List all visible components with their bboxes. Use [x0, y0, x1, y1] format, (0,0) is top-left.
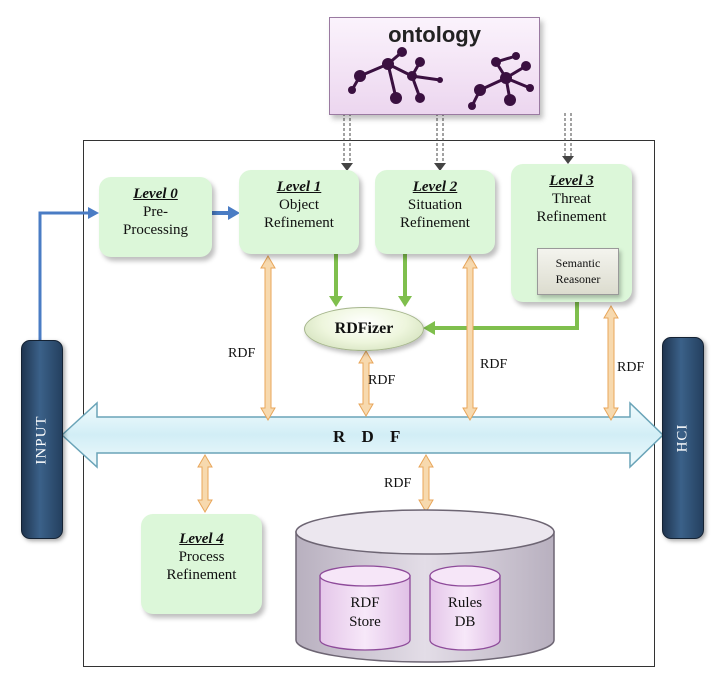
level2-box: Level 2 Situation Refinement — [375, 170, 495, 254]
level3-rdf-label: RDF — [617, 360, 645, 375]
level0-name-line2: Processing — [123, 222, 188, 238]
semantic-reasoner-line2: Reasoner — [555, 272, 601, 286]
level1-name-line1: Object — [279, 197, 319, 213]
ontology-title: ontology — [388, 22, 481, 47]
rules-db-line1: Rules — [447, 595, 483, 611]
level1-rdf-label: RDF — [228, 346, 256, 361]
level2-name-line1: Situation — [407, 197, 463, 213]
db-rdf-label: RDF — [384, 476, 412, 491]
level0-title: Level 0 — [133, 186, 178, 202]
ontology-box: ontology — [329, 17, 540, 115]
level1-title: Level 1 — [276, 179, 322, 195]
level4-name-line2: Refinement — [166, 567, 237, 583]
rdf-store-label: RDF Store — [325, 594, 405, 632]
level1-rdf-arrow — [260, 255, 276, 421]
hci-bar: HCI — [662, 337, 704, 539]
ontology-graph-icon — [348, 47, 534, 110]
rules-db-label: Rules DB — [430, 594, 500, 632]
semantic-reasoner-box: Semantic Reasoner — [537, 248, 619, 295]
db-rdf-arrow — [418, 454, 434, 513]
rdf-bus-label: R D F — [333, 427, 407, 446]
level3-name-line1: Threat — [551, 191, 592, 207]
level0-name-line1: Pre- — [143, 204, 168, 220]
input-arrow — [38, 211, 90, 340]
level4-rdf-arrow — [197, 454, 213, 513]
level2-rdf-label: RDF — [480, 357, 508, 372]
rdfizer-rdf-label: RDF — [368, 373, 396, 388]
level4-box: Level 4 Process Refinement — [141, 514, 262, 614]
rdfizer-ellipse: RDFizer — [304, 307, 424, 351]
rdf-store-cylinder — [319, 565, 411, 651]
level0-box: Level 0 Pre- Processing — [99, 177, 212, 257]
hci-label: HCI — [674, 423, 691, 453]
input-bar: INPUT — [21, 340, 63, 539]
input-label: INPUT — [33, 414, 50, 465]
level2-rdf-arrow — [462, 255, 478, 421]
level3-name-line2: Refinement — [536, 209, 607, 225]
rdf-store-line2: Store — [349, 614, 381, 630]
level1-box: Level 1 Object Refinement — [239, 170, 359, 254]
rules-db-cylinder — [429, 565, 501, 651]
rules-db-line2: DB — [454, 614, 476, 630]
level2-title: Level 2 — [412, 179, 458, 195]
level1-name-line2: Refinement — [264, 215, 334, 231]
level2-name-line2: Refinement — [400, 215, 470, 231]
semantic-reasoner-line1: Semantic — [555, 256, 601, 270]
level3-title: Level 3 — [549, 173, 594, 189]
rdfizer-rdf-arrow — [358, 350, 374, 417]
level3-rdf-arrow — [603, 305, 619, 421]
system-frame — [83, 140, 655, 667]
level4-name-line1: Process — [178, 549, 225, 565]
rdf-store-line1: RDF — [350, 595, 380, 611]
ontology-links — [343, 113, 572, 165]
level4-title: Level 4 — [179, 531, 224, 547]
reasoner-to-rdfizer-arrow — [433, 296, 579, 330]
